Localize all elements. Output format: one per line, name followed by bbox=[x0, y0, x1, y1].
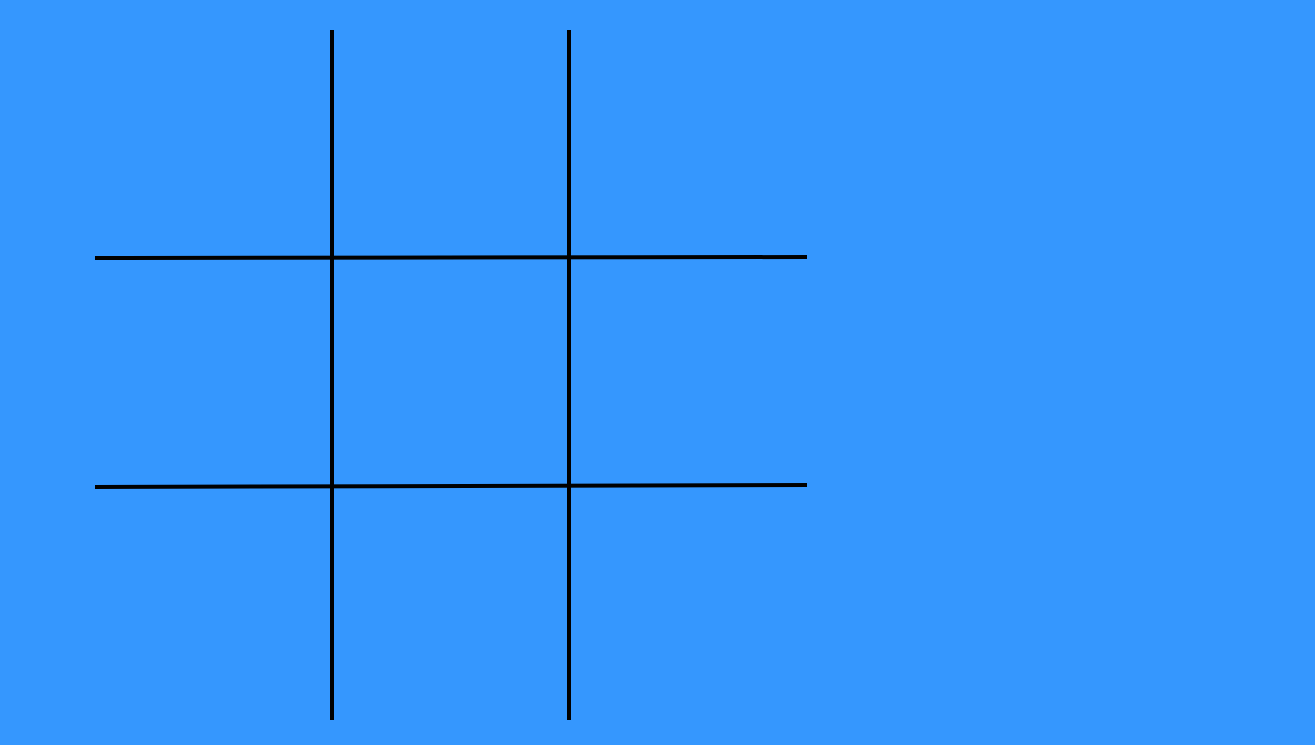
board-cell-r1-c3[interactable] bbox=[569, 30, 807, 258]
board-cell-r2-c3[interactable] bbox=[569, 258, 807, 486]
board-cells bbox=[95, 30, 807, 720]
board-cell-r3-c2[interactable] bbox=[332, 486, 569, 720]
grid-line-horizontal-bottom bbox=[94, 483, 808, 489]
board-cell-r3-c3[interactable] bbox=[569, 486, 807, 720]
board-cell-r2-c2[interactable] bbox=[332, 258, 569, 486]
board-cell-r3-c1[interactable] bbox=[95, 486, 332, 720]
board-cell-r2-c1[interactable] bbox=[95, 258, 332, 486]
board-cell-r1-c2[interactable] bbox=[332, 30, 569, 258]
board-cell-r1-c1[interactable] bbox=[95, 30, 332, 258]
grid-line-horizontal-top bbox=[94, 255, 808, 260]
board-grid-lines bbox=[94, 30, 808, 720]
